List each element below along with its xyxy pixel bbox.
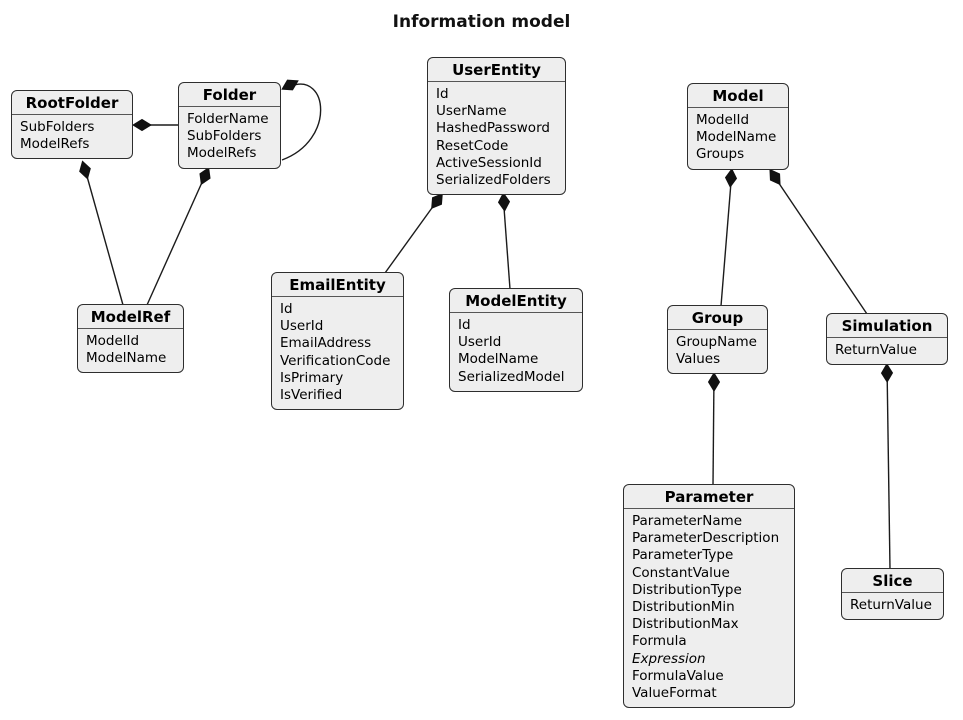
edge-model-group (720, 169, 733, 307)
attribute: ModelName (86, 350, 167, 367)
attribute: DistributionType (632, 581, 742, 598)
composition-diamond-userentity-emailentity (431, 192, 443, 210)
composition-diamond-folder-self (281, 79, 299, 91)
class-box-model: Model ModelId ModelName Groups (687, 83, 789, 170)
composition-diamond-model-simulation (769, 168, 781, 186)
class-title: ModelRef (78, 305, 183, 329)
composition-diamond-group-parameter (707, 372, 721, 392)
class-attributes: ModelId ModelName Groups (688, 108, 788, 169)
class-box-slice: Slice ReturnValue (841, 568, 944, 621)
attribute: Id (436, 86, 449, 102)
attribute: EmailAddress (280, 335, 372, 352)
composition-diamond-model-group (724, 168, 738, 188)
class-box-modelref: ModelRef ModelId ModelName (77, 304, 184, 374)
attribute: DistributionMax (632, 616, 739, 633)
class-attributes: ReturnValue (842, 593, 943, 619)
class-box-group: Group GroupName Values (667, 305, 768, 375)
edge-model-simulation (769, 169, 868, 315)
class-title: Model (688, 84, 788, 108)
class-title: EmailEntity (272, 273, 403, 297)
attribute: ActiveSessionId (436, 154, 542, 171)
class-title: UserEntity (428, 58, 565, 82)
composition-diamond-folder-modelref (199, 166, 211, 186)
class-attributes: GroupName Values (668, 330, 767, 373)
attribute: UserName (436, 103, 507, 120)
attribute: FolderName (187, 111, 269, 127)
attribute: SubFolders (187, 128, 262, 145)
attribute: SerializedFolders (436, 172, 551, 189)
attribute-abstract: Expression (632, 650, 706, 667)
attribute: IsPrimary (280, 369, 344, 386)
composition-diamond-rootfolder-modelref (79, 160, 91, 180)
attribute: Values (676, 351, 721, 368)
attribute: HashedPassword (436, 120, 550, 137)
attribute: ModelRefs (187, 145, 257, 162)
attribute: Formula (632, 633, 687, 650)
attribute: ModelId (86, 333, 140, 349)
edge-simulation-slice (886, 364, 891, 570)
class-attributes: Id UserId ModelName SerializedModel (450, 313, 582, 391)
attribute: UserId (458, 334, 502, 351)
class-attributes: ReturnValue (827, 338, 947, 364)
attribute: Id (458, 317, 471, 333)
class-attributes: Id UserId EmailAddress VerificationCode … (272, 297, 403, 409)
attribute: ReturnValue (850, 597, 932, 613)
class-box-folder: Folder FolderName SubFolders ModelRefs (178, 82, 281, 169)
edge-group-parameter (712, 373, 715, 486)
class-title: Parameter (624, 485, 794, 509)
class-box-emailentity: EmailEntity Id UserId EmailAddress Verif… (271, 272, 404, 411)
attribute: ParameterType (632, 547, 734, 564)
attribute: FormulaValue (632, 667, 724, 684)
class-box-userentity: UserEntity Id UserName HashedPassword Re… (427, 57, 566, 196)
edge-folder-modelref (146, 168, 209, 306)
attribute: SubFolders (20, 119, 95, 135)
class-title: Folder (179, 83, 280, 107)
class-box-modelentity: ModelEntity Id UserId ModelName Serializ… (449, 288, 583, 392)
attribute: ModelRefs (20, 136, 90, 153)
attribute: GroupName (676, 334, 757, 350)
class-title: Simulation (827, 314, 947, 338)
attribute: ParameterDescription (632, 530, 780, 547)
class-title: Slice (842, 569, 943, 593)
class-title: RootFolder (12, 91, 132, 115)
attribute: ValueFormat (632, 685, 717, 702)
composition-diamond-userentity-modelentity (497, 192, 511, 212)
class-box-simulation: Simulation ReturnValue (826, 313, 948, 366)
diagram-title: Information model (392, 12, 571, 32)
attribute: ConstantValue (632, 564, 730, 581)
class-attributes: FolderName SubFolders ModelRefs (179, 107, 280, 168)
class-attributes: Id UserName HashedPassword ResetCode Act… (428, 82, 565, 194)
attribute: Id (280, 301, 293, 317)
attribute: UserId (280, 318, 324, 335)
attribute: DistributionMin (632, 599, 735, 616)
class-attributes: SubFolders ModelRefs (12, 115, 132, 158)
attribute: ModelId (696, 112, 750, 128)
attribute: IsVerified (280, 387, 343, 404)
class-title: ModelEntity (450, 289, 582, 313)
attribute: ModelName (696, 129, 777, 146)
composition-diamond-rootfolder-folder (132, 118, 152, 132)
attribute: ResetCode (436, 137, 509, 154)
attribute: VerificationCode (280, 352, 391, 369)
attribute: ParameterName (632, 513, 743, 529)
attribute: ModelName (458, 351, 539, 368)
composition-diamond-simulation-slice (880, 363, 894, 383)
class-box-parameter: Parameter ParameterName ParameterDescrip… (623, 484, 795, 709)
class-title: Group (668, 306, 767, 330)
class-attributes: ParameterName ParameterDescription Param… (624, 509, 794, 707)
attribute: ReturnValue (835, 342, 917, 358)
class-box-rootfolder: RootFolder SubFolders ModelRefs (11, 90, 133, 160)
attribute: SerializedModel (458, 368, 565, 385)
edge-folder-self-loop (281, 83, 322, 161)
class-attributes: ModelId ModelName (78, 329, 183, 372)
attribute: Groups (696, 146, 745, 163)
edge-rootfolder-modelref (82, 161, 124, 306)
